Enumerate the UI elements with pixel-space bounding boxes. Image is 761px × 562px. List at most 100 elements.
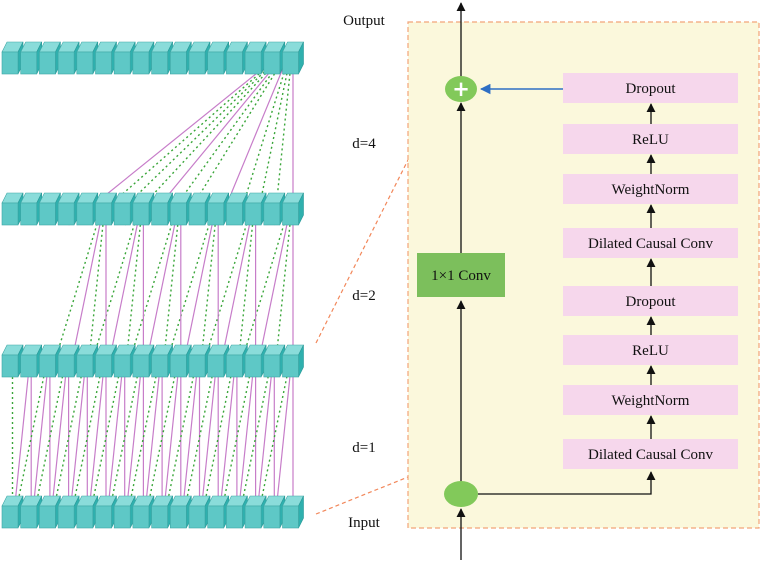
layer-box [563,228,738,258]
sequence-cell [169,495,192,529]
layer-box [563,286,738,316]
sequence-cell [207,495,230,529]
sequence-cell [76,192,99,226]
sequence-cell [263,192,286,226]
zoom-line-lower [315,476,409,515]
sequence-cell [225,41,248,75]
conv1x1-box [417,253,505,297]
layer-box [563,335,738,365]
sequence-cell [132,344,155,378]
sequence-cell [76,344,99,378]
sequence-cell [113,192,136,226]
layer-box [563,385,738,415]
sequence-cell [95,495,117,529]
sequence-cell [1,41,24,75]
dotted-connection [236,194,294,378]
dotted-connection [161,194,219,378]
sequence-cell [282,344,304,378]
sequence-cell [169,41,192,75]
sequence-cell [244,495,267,529]
sequence-cell [244,344,267,378]
dotted-connection [273,194,294,378]
dotted-connection [86,194,107,378]
layer-box [563,439,738,469]
sequence-cell [244,41,267,75]
sequence-cell [282,192,304,226]
sequence-cell [225,192,248,226]
sequence-cell [282,495,304,529]
sequence-cell [57,192,80,226]
sequence-cell [113,41,136,75]
sequence-cell [76,495,99,529]
layer-label: ReLU [632,132,669,148]
cell-row [1,41,304,75]
sequence-cell [20,344,43,378]
sequence-cell [207,192,230,226]
sequence-cell [132,192,155,226]
dotted-connection [198,194,219,378]
cell-row [1,495,304,529]
layer-label: Dilated Causal Conv [588,236,713,252]
layer-label: ReLU [632,343,669,359]
sequence-cell [225,344,248,378]
sequence-cell [1,192,24,226]
dotted-connection [124,194,145,378]
output-label: Output [343,13,386,29]
sequence-cell [188,41,211,75]
sequence-cell [95,192,117,226]
dotted-connection [198,194,257,378]
sequence-cell [263,344,286,378]
sequence-cell [207,344,230,378]
layer-box [563,124,738,154]
layer-label: Dropout [626,81,677,97]
sequence-cell [76,41,99,75]
add-node [445,76,477,102]
sequence-cell [57,344,80,378]
layer-box [563,73,738,103]
sequence-cell [113,344,136,378]
plus-icon: + [452,77,470,101]
sequence-cell [95,41,117,75]
dotted-connection [124,194,182,378]
dilation-label-2: d=2 [352,288,375,304]
layer-label: WeightNorm [612,182,690,198]
sequence-cell [20,192,43,226]
dilation-label-4: d=4 [352,136,376,152]
sequence-cell [57,41,80,75]
sequence-cell [1,344,24,378]
sequence-cell [132,495,155,529]
zoom-line-upper [315,159,409,344]
sequence-cell [38,344,61,378]
sequence-cell [1,495,24,529]
layer-box [563,174,738,204]
sequence-cell [151,495,174,529]
branch-arrow [478,471,656,495]
sequence-cell [20,41,43,75]
sequence-cell [263,41,286,75]
cell-row [1,192,304,226]
sequence-cell [38,495,61,529]
sequence-cell [263,495,286,529]
sequence-cell [151,344,174,378]
sequence-cell [38,41,61,75]
dotted-connection [236,194,257,378]
sequence-cell [95,344,117,378]
sequence-cell [38,192,61,226]
split-node [444,481,478,507]
dilation-connections [11,43,294,529]
dilation-label-1: d=1 [352,440,375,456]
input-label: Input [348,515,380,531]
sequence-cell [188,192,211,226]
sequence-cell [188,344,211,378]
conv1x1-label: 1×1 Conv [431,268,491,284]
sequence-cell [188,495,211,529]
sequence-cell [225,495,248,529]
sequence-cell [132,41,155,75]
sequence-cell [151,41,174,75]
layer-label: WeightNorm [612,393,690,409]
dotted-connection [86,194,145,378]
layer-label: Dropout [626,294,677,310]
sequence-cell [282,41,304,75]
layer-label: Dilated Causal Conv [588,447,713,463]
